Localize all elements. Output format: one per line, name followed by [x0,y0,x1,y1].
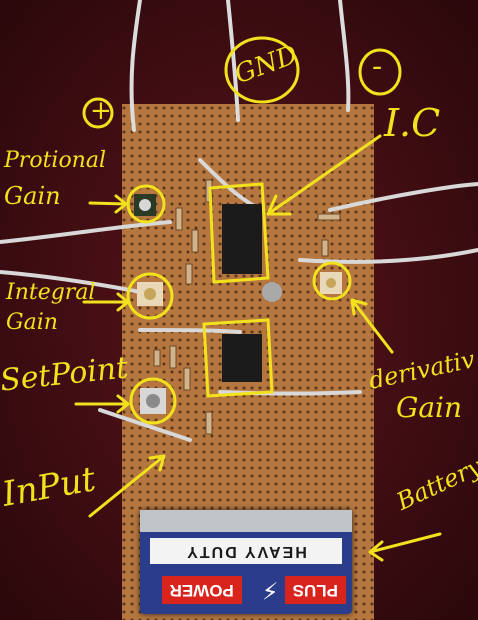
ic-label: I.C [384,101,441,145]
ic-chip-top [222,204,262,274]
proportional-label-line1: Protional [4,148,107,173]
derivative-arrow [350,298,394,354]
proportional-label-line2: Gain [4,182,61,210]
input-arrow [88,454,166,518]
battery-9v: HEAVY DUTY PLUS ⚡ POWER [140,510,352,614]
derivative-label-line2: Gain [396,391,463,424]
integral-arrow [82,292,130,312]
setpoint-arrow [74,394,130,414]
resistors [153,179,341,435]
ic-arrow [266,134,382,216]
battery-cap [140,510,352,532]
integral-label-line1: Integral [6,280,96,305]
battery-brand: PLUS ⚡ POWER [146,572,346,608]
battery-brand-plus: PLUS [284,576,346,604]
components [134,179,342,435]
integral-label-line2: Gain [6,310,58,335]
integral-circle [126,272,174,320]
battery-stripe-text: HEAVY DUTY [150,538,342,564]
capacitor [262,282,282,302]
proportional-circle [126,184,166,224]
ic-bottom-box [202,318,274,398]
minus-circle [358,48,402,96]
setpoint-circle [129,377,177,425]
battery-arrow [368,532,442,562]
ic-chip-bottom [222,334,262,382]
battery-brand-power: POWER [161,576,242,604]
minus-label: - [372,49,383,84]
proportional-arrow [88,194,128,214]
gnd-circle [224,36,300,104]
plus-label: + [90,96,112,126]
yellow-highlights [74,36,442,562]
plus-circle [82,97,114,129]
ic-top-box [208,182,270,284]
top-wires [129,0,351,132]
derivative-circle [312,261,352,301]
lightning-icon: ⚡ [261,576,279,604]
